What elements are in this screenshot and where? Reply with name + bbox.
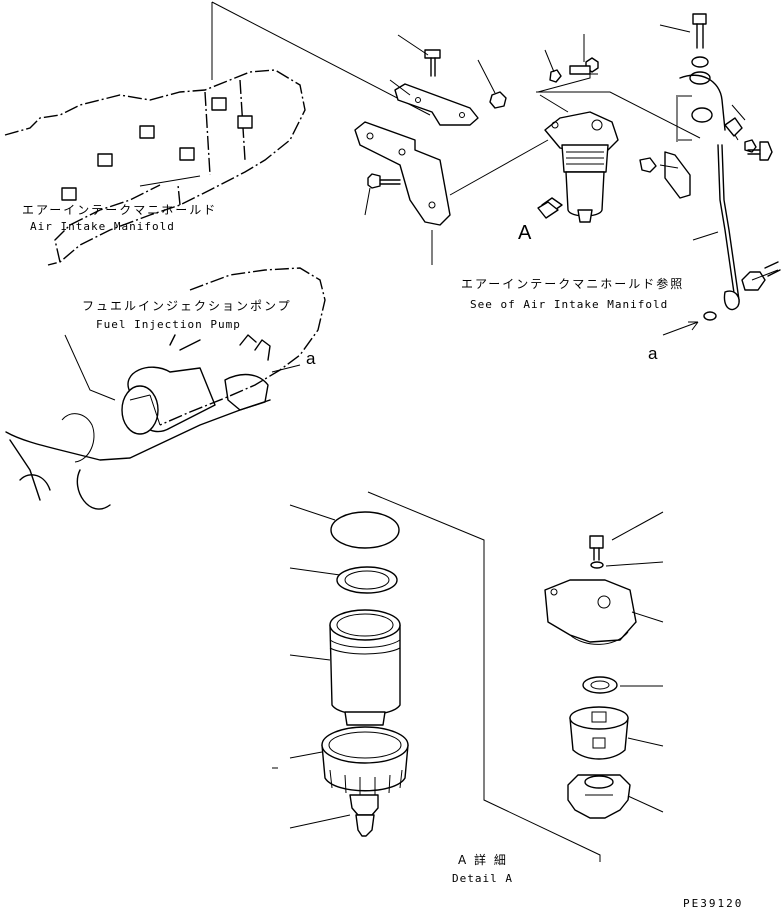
fuel-injection-pump-label-en: Fuel Injection Pump — [96, 318, 241, 331]
ref-a-right-label: a — [648, 344, 658, 363]
detail-a-filter-parts-left — [272, 491, 601, 862]
fuel-filter-assembly-drawing — [536, 34, 701, 223]
fuel-injection-pump-drawing — [5, 267, 326, 510]
detail-a-label-jp: A 詳 細 — [458, 852, 508, 867]
air-intake-manifold-label-en: Air Intake Manifold — [30, 220, 175, 233]
view-a-label: A — [518, 222, 532, 244]
detail-a-filter-parts-right — [544, 511, 664, 819]
bracket-assembly-drawing — [211, 1, 549, 265]
air-intake-manifold-drawing — [4, 69, 306, 266]
detail-a-label-en: Detail A — [452, 872, 513, 885]
drawing-code: PE39120 — [683, 897, 743, 910]
fuel-injection-pump-label-jp: フュエルインジェクションポンプ — [82, 299, 292, 313]
ref-a-left-label: a — [306, 349, 316, 368]
see-air-intake-label-jp: エアーインテークマニホールド参照 — [461, 276, 684, 291]
see-air-intake-label-en: See of Air Intake Manifold — [470, 298, 668, 311]
annotation-labels: エアーインテークマニホールド Air Intake Manifold フュエルイ… — [22, 203, 743, 910]
fuel-pipe-drawing — [659, 13, 781, 336]
air-intake-manifold-label-jp: エアーインテークマニホールド — [22, 203, 217, 217]
